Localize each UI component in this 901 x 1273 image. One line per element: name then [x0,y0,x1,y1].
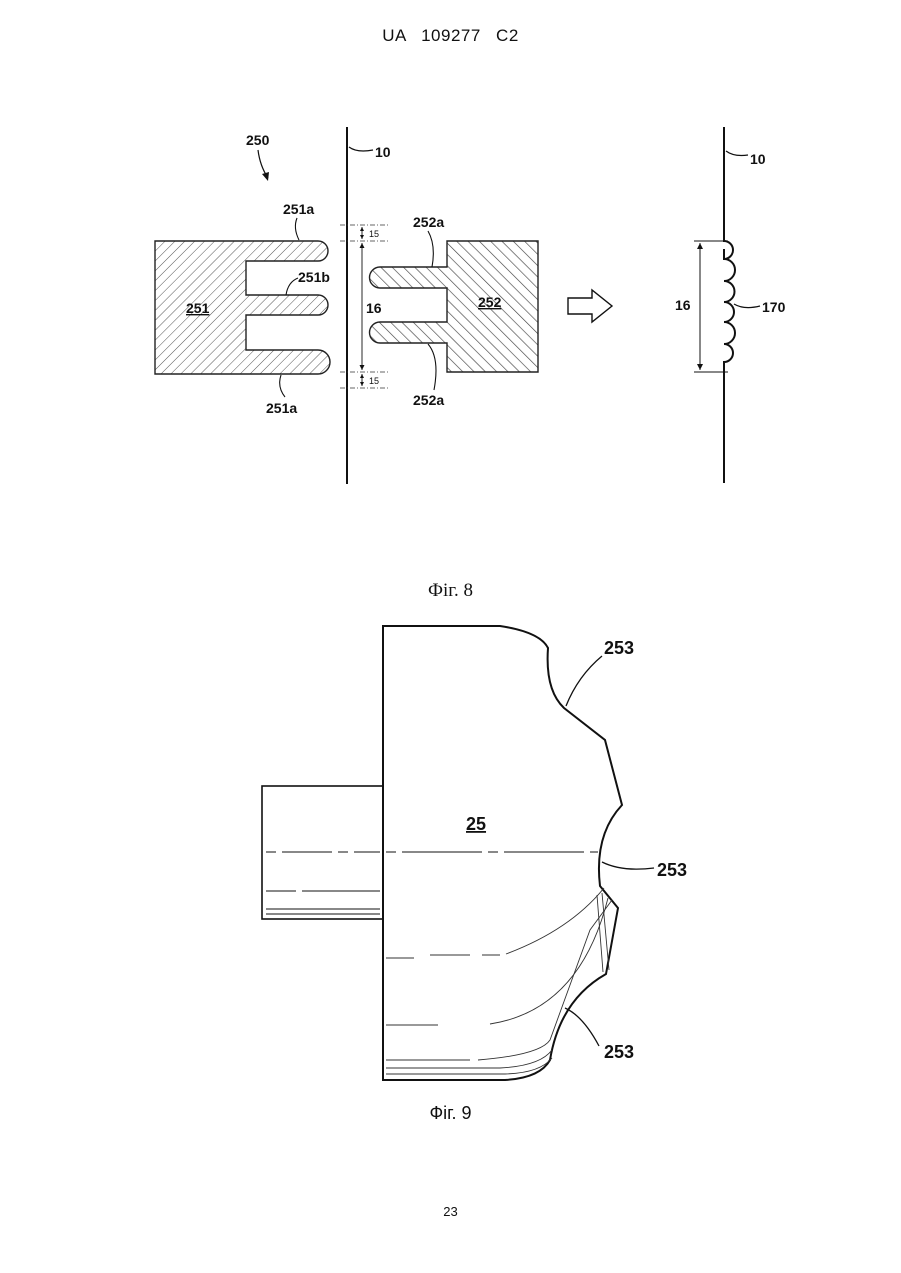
figure-9: 25 253 253 253 [262,626,687,1080]
page-number: 23 [0,1204,901,1219]
tool-part-251 [155,241,330,374]
label-10-right: 10 [750,151,766,167]
dim-16-right: 16 [675,297,691,313]
label-251b: 251b [298,269,330,285]
label-252a-top: 252a [413,214,444,230]
label-250: 250 [246,132,270,148]
label-251: 251 [186,300,210,316]
arrow-icon [568,290,612,322]
label-10-left: 10 [375,144,391,160]
label-252a-bottom: 252a [413,392,444,408]
figure-8-caption: Фіг. 8 [0,580,901,602]
label-251a-bottom: 251a [266,400,297,416]
label-253-bottom: 253 [604,1042,634,1062]
tool-part-252 [370,241,539,372]
dim-15-top: 15 [369,229,379,239]
sheet-10-right-profile [724,127,735,483]
label-251a-top: 251a [283,201,314,217]
label-25: 25 [466,814,486,834]
dim-15-bottom: 15 [369,376,379,386]
label-253-top: 253 [604,638,634,658]
tool-body-25 [383,626,622,1080]
label-253-middle: 253 [657,860,687,880]
dim-16-left: 16 [366,300,382,316]
figure-8: 10 250 251 251a 251b 251a 15 16 15 252 2… [155,127,786,484]
label-252: 252 [478,294,502,310]
label-170: 170 [762,299,786,315]
figure-9-caption: Фіг. 9 [0,1103,901,1124]
